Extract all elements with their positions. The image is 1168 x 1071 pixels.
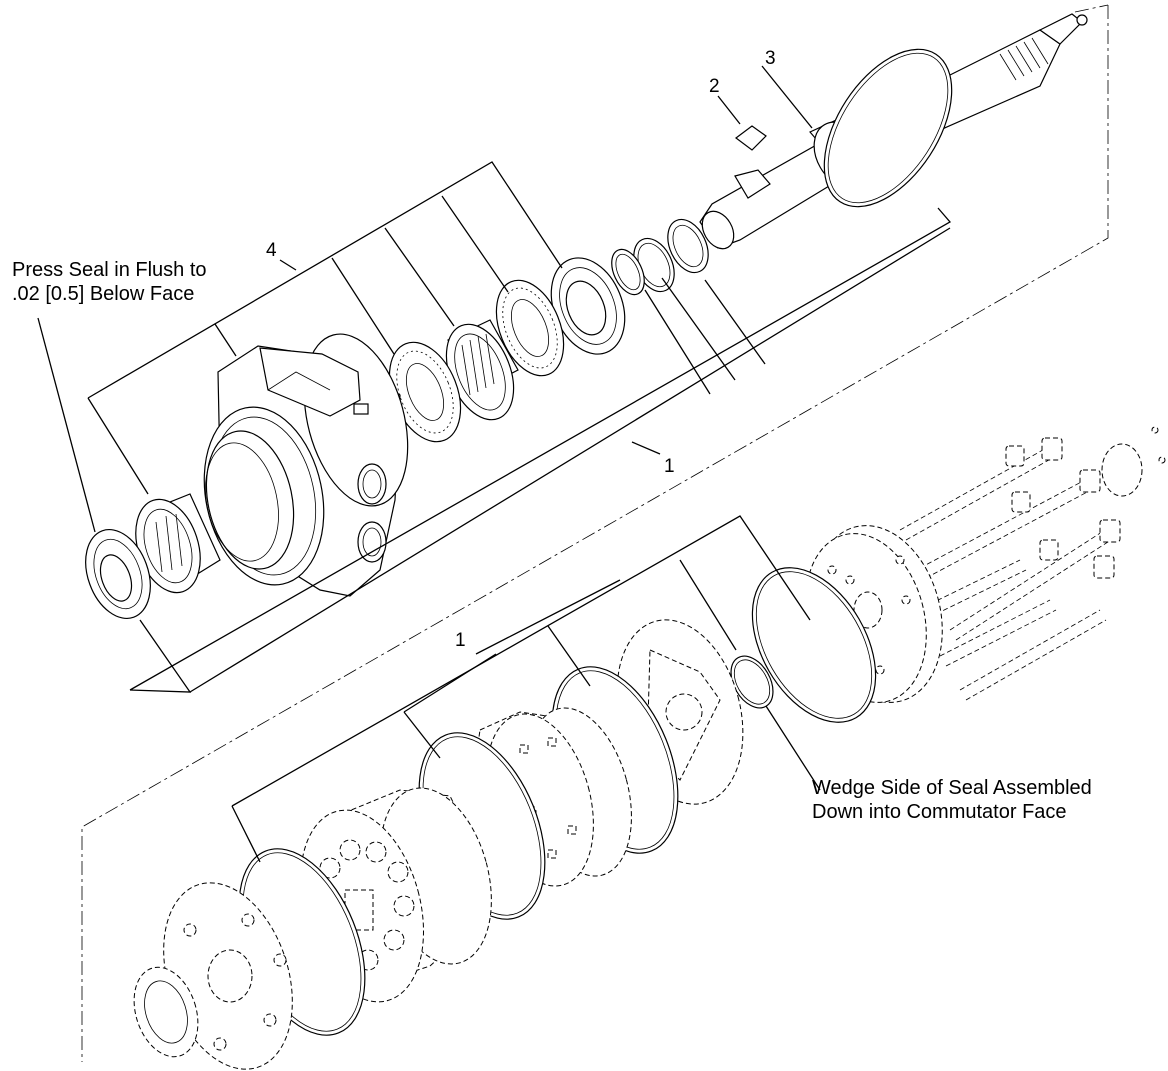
shaft-seal — [550, 257, 626, 355]
front-shaft-seal — [85, 528, 151, 620]
needle-bearing — [445, 319, 519, 421]
wedge-note-line2: Down into Commutator Face — [812, 801, 1067, 823]
woodruff-key — [735, 125, 767, 151]
end-cover-o-ring — [751, 567, 877, 723]
callout-1-lower: 1 — [455, 630, 466, 651]
wedge-note-line1: Wedge Side of Seal Assembled — [812, 777, 1092, 799]
shaft-o-ring — [823, 48, 953, 208]
callout-2: 2 — [709, 76, 720, 97]
assembly-boundary — [81, 4, 1109, 1062]
callout-3: 3 — [765, 48, 776, 69]
callout-4: 4 — [266, 240, 277, 261]
housing-needle-bearing — [135, 493, 221, 594]
press-seal-note-line1: Press Seal in Flush to — [12, 259, 207, 281]
upper-callout-lines — [37, 65, 952, 693]
shaft-seal-rings — [611, 218, 709, 296]
press-seal-note-line2: .02 [0.5] Below Face — [12, 283, 194, 305]
front-housing — [203, 333, 409, 597]
end-cover-bolts — [899, 426, 1166, 701]
lower-callout-lines — [231, 515, 821, 863]
rear-thrust-washer — [133, 966, 199, 1058]
thrust-bearing-upper — [495, 279, 565, 377]
callout-1-upper: 1 — [664, 456, 675, 477]
